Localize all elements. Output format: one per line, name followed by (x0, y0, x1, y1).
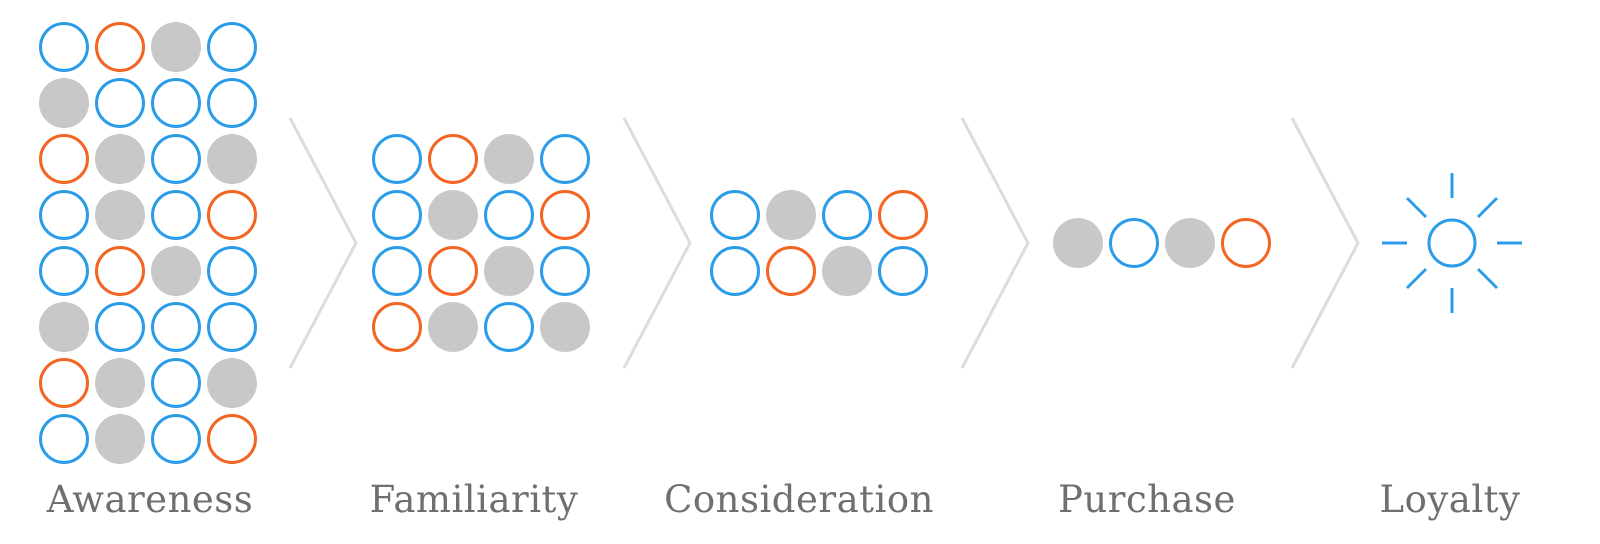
gray-filled-circle (207, 358, 257, 408)
blue-outline-circle (151, 78, 201, 128)
blue-outline-circle (207, 78, 257, 128)
sun-ray (1476, 196, 1499, 219)
gray-filled-circle (95, 414, 145, 464)
sun-ray (1405, 267, 1428, 290)
blue-outline-circle (710, 190, 760, 240)
blue-outline-circle (822, 190, 872, 240)
blue-outline-circle (95, 302, 145, 352)
blue-outline-circle (540, 134, 590, 184)
chevron-arrow (288, 117, 358, 369)
blue-outline-circle (39, 190, 89, 240)
blue-outline-circle (1109, 218, 1159, 268)
orange-outline-circle (878, 190, 928, 240)
orange-outline-circle (766, 246, 816, 296)
chevron-arrow (1290, 117, 1360, 369)
blue-outline-circle (39, 246, 89, 296)
blue-outline-circle (878, 246, 928, 296)
orange-outline-circle (207, 414, 257, 464)
blue-outline-circle (540, 246, 590, 296)
blue-outline-circle (207, 246, 257, 296)
stage-label-consideration: Consideration (664, 478, 934, 521)
blue-outline-circle (95, 78, 145, 128)
orange-outline-circle (1221, 218, 1271, 268)
gray-filled-circle (822, 246, 872, 296)
stage-label-loyalty: Loyalty (1379, 478, 1521, 521)
blue-outline-circle (372, 190, 422, 240)
gray-filled-circle (151, 22, 201, 72)
gray-filled-circle (207, 134, 257, 184)
blue-outline-circle (151, 302, 201, 352)
orange-outline-circle (207, 190, 257, 240)
blue-outline-circle (151, 358, 201, 408)
blue-outline-circle (39, 414, 89, 464)
blue-outline-circle (207, 22, 257, 72)
gray-filled-circle (151, 246, 201, 296)
gray-filled-circle (484, 134, 534, 184)
orange-outline-circle (39, 358, 89, 408)
blue-outline-circle (207, 302, 257, 352)
gray-filled-circle (95, 190, 145, 240)
blue-outline-circle (151, 414, 201, 464)
blue-outline-circle (484, 190, 534, 240)
blue-outline-circle (372, 246, 422, 296)
gray-filled-circle (428, 190, 478, 240)
orange-outline-circle (39, 134, 89, 184)
chevron-arrow (622, 117, 692, 369)
gray-filled-circle (95, 134, 145, 184)
orange-outline-circle (540, 190, 590, 240)
gray-filled-circle (540, 302, 590, 352)
orange-outline-circle (95, 22, 145, 72)
orange-outline-circle (428, 246, 478, 296)
stage-label-purchase: Purchase (1058, 478, 1236, 521)
sun-ray (1405, 196, 1428, 219)
gray-filled-circle (484, 246, 534, 296)
gray-filled-circle (428, 302, 478, 352)
orange-outline-circle (372, 302, 422, 352)
blue-outline-circle (710, 246, 760, 296)
blue-outline-circle (151, 134, 201, 184)
orange-outline-circle (428, 134, 478, 184)
gray-filled-circle (766, 190, 816, 240)
blue-outline-circle (372, 134, 422, 184)
gray-filled-circle (1165, 218, 1215, 268)
chevron-arrow (960, 117, 1030, 369)
blue-outline-circle (39, 22, 89, 72)
orange-outline-circle (95, 246, 145, 296)
gray-filled-circle (39, 78, 89, 128)
stage-label-familiarity: Familiarity (369, 478, 579, 521)
blue-outline-circle (484, 302, 534, 352)
gray-filled-circle (39, 302, 89, 352)
gray-filled-circle (95, 358, 145, 408)
stage-label-awareness: Awareness (46, 478, 254, 521)
sun-ray (1476, 267, 1499, 290)
gray-filled-circle (1053, 218, 1103, 268)
blue-outline-circle (151, 190, 201, 240)
sun-icon (1427, 218, 1477, 268)
